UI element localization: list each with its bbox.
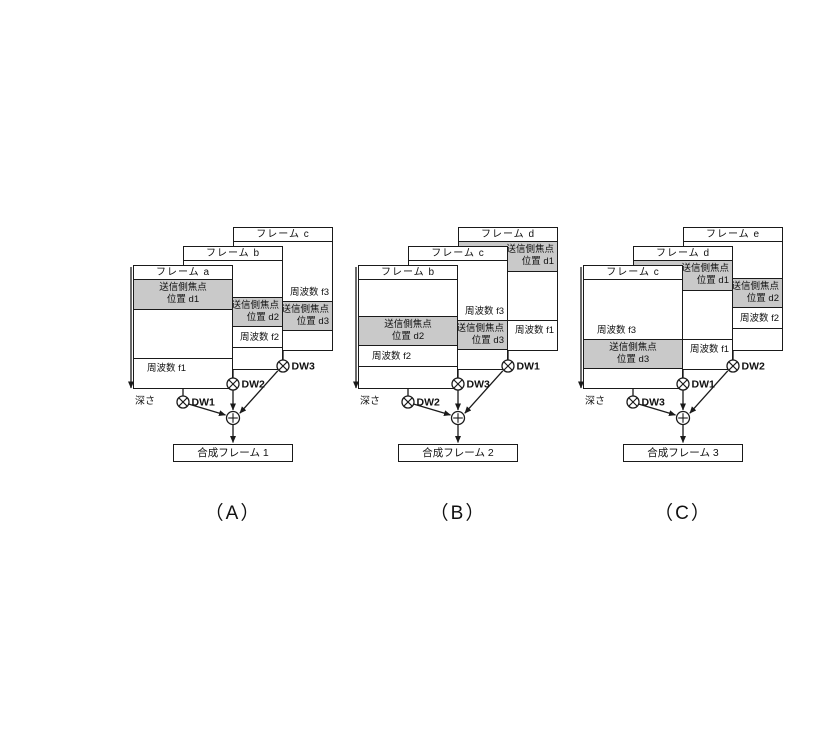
weight-arrow (188, 403, 226, 417)
frequency-label: 周波数 f2 (372, 351, 412, 362)
composite-frame-output: 合成フレーム 2 (398, 444, 518, 462)
frequency-label: 周波数 f3 (464, 306, 504, 317)
multiplier-node-front (626, 395, 640, 409)
frame-title: フレーム c (409, 247, 507, 261)
frequency-label: 周波数 f3 (289, 287, 329, 298)
multiplier-node-mid (226, 377, 240, 391)
focal-line2: 位置 d3 (471, 335, 504, 346)
focal-line1: 送信側焦点 (731, 281, 779, 292)
adder-node (225, 410, 241, 426)
weight-label-front: DW2 (417, 397, 440, 409)
focal-line1: 送信側焦点 (609, 342, 657, 353)
focal-position-band: 送信側焦点 位置 d3 (584, 339, 682, 369)
frame-front: フレーム b 送信側焦点 位置 d2 周波数 f2 (358, 265, 458, 389)
weight-label-front: DW3 (642, 397, 665, 409)
weight-label-mid: DW2 (242, 379, 265, 391)
multiplier-node-front (176, 395, 190, 409)
focal-line1: 送信側焦点 (506, 244, 554, 255)
frame-divider (134, 358, 232, 359)
panel-b: フレーム d 送信側焦点 位置 d1 周波数 f1 フレーム c 周波数 f3 … (343, 220, 588, 540)
weight-arrow (239, 370, 279, 414)
multiplier-node-back (276, 359, 290, 373)
frame-divider (359, 366, 457, 367)
focal-line1: 送信側焦点 (384, 319, 432, 330)
frame-title: フレーム d (634, 247, 732, 261)
adder-node (450, 410, 466, 426)
focal-line2: 位置 d2 (746, 293, 779, 304)
frame-title: フレーム c (234, 228, 332, 242)
panel-c: フレーム e 送信側焦点 位置 d2 周波数 f2 フレーム d 送信側焦点 位… (568, 220, 813, 540)
focal-position-band: 送信側焦点 位置 d2 (359, 316, 457, 346)
weight-label-mid: DW3 (467, 379, 490, 391)
focal-line2: 位置 d1 (521, 256, 554, 267)
weight-arrow (638, 403, 676, 417)
depth-axis-label: 深さ (135, 396, 155, 407)
weight-label-back: DW1 (517, 361, 540, 373)
frame-title: フレーム a (134, 266, 232, 280)
focal-line2: 位置 d1 (166, 294, 200, 305)
frame-title: フレーム c (584, 266, 682, 280)
frame-title: フレーム d (459, 228, 557, 242)
frequency-label: 周波数 f1 (689, 344, 729, 355)
focal-line1: 送信側焦点 (281, 304, 329, 315)
focal-line1: 送信側焦点 (456, 323, 504, 334)
composite-frame-output: 合成フレーム 3 (623, 444, 743, 462)
frame-front: フレーム a 送信側焦点 位置 d1 周波数 f1 (133, 265, 233, 389)
focal-line2: 位置 d3 (296, 316, 329, 327)
frequency-label: 周波数 f1 (147, 363, 187, 374)
frame-title: フレーム b (184, 247, 282, 261)
weight-arrow (413, 403, 451, 417)
frame-divider (634, 339, 732, 340)
panel-letter: （B） (429, 503, 487, 524)
panel-letter: （A） (204, 503, 262, 524)
frame-divider (184, 347, 282, 348)
frequency-label: 周波数 f2 (239, 332, 279, 343)
connector-diagram: DW2 DW3 DW1 (353, 267, 540, 443)
depth-axis-label: 深さ (360, 396, 380, 407)
frame-title: フレーム e (684, 228, 782, 242)
weight-label-back: DW3 (292, 361, 315, 373)
connector-diagram: DW1 DW2 DW3 (128, 267, 315, 443)
frame-front: フレーム c 周波数 f3 送信側焦点 位置 d3 (583, 265, 683, 389)
frame-title: フレーム b (359, 266, 457, 280)
depth-axis-label: 深さ (585, 396, 605, 407)
connector-diagram: DW3 DW1 DW2 (578, 267, 765, 443)
weight-label-mid: DW1 (692, 379, 715, 391)
focal-line2: 位置 d3 (616, 354, 650, 365)
composite-frame-output: 合成フレーム 1 (173, 444, 293, 462)
panel-letter: （C） (654, 503, 712, 524)
panel-a: フレーム c 周波数 f3 送信側焦点 位置 d3 フレーム b 送信側焦点 位… (118, 220, 363, 540)
weight-label-back: DW2 (742, 361, 765, 373)
frequency-label: 周波数 f1 (514, 325, 554, 336)
frame-divider (684, 328, 782, 329)
focal-line1: 送信側焦点 (231, 300, 279, 311)
weight-arrow (464, 370, 504, 414)
focal-line2: 位置 d2 (391, 331, 425, 342)
multiplier-node-front (401, 395, 415, 409)
multiplier-node-mid (676, 377, 690, 391)
adder-node (675, 410, 691, 426)
frequency-label: 周波数 f2 (739, 313, 779, 324)
multiplier-node-back (726, 359, 740, 373)
frame-divider (459, 320, 557, 321)
focal-line1: 送信側焦点 (681, 263, 729, 274)
weight-arrow (689, 370, 729, 414)
frequency-label: 周波数 f3 (597, 325, 637, 336)
focal-line2: 位置 d2 (246, 312, 279, 323)
focal-line2: 位置 d1 (696, 275, 729, 286)
multiplier-node-mid (451, 377, 465, 391)
weight-label-front: DW1 (192, 397, 215, 409)
focal-position-band: 送信側焦点 位置 d1 (134, 280, 232, 310)
focal-line1: 送信側焦点 (159, 282, 207, 293)
multiplier-node-back (501, 359, 515, 373)
